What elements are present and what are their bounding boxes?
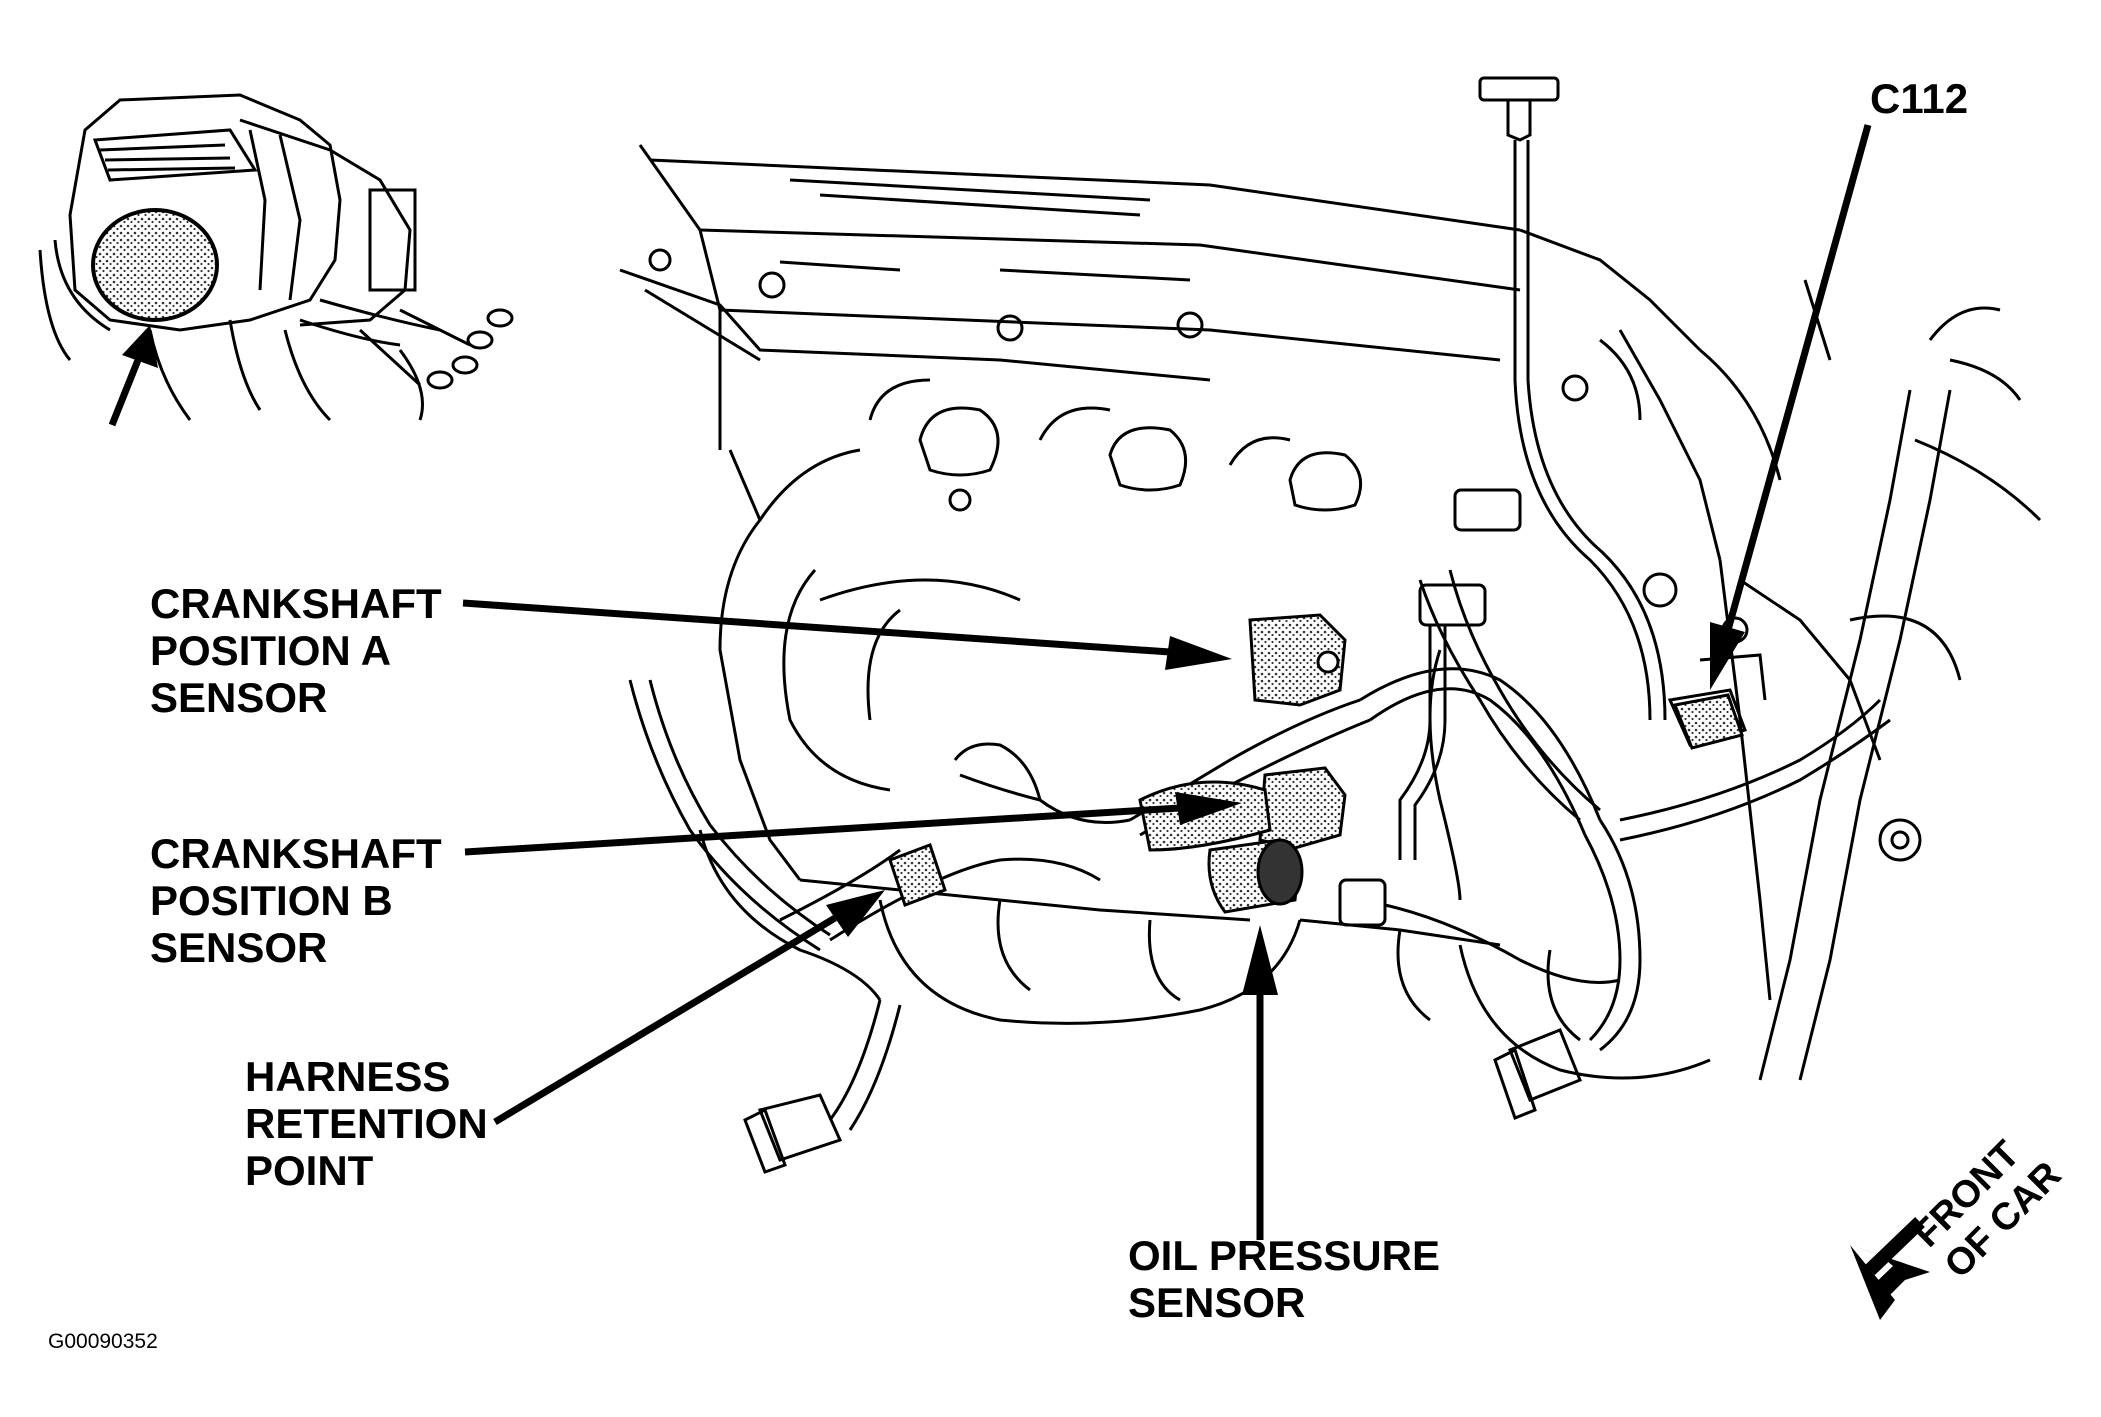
front-of-car-arrow [1850,1216,1930,1320]
harness-retention-label: HARNESS RETENTION POINT [245,1053,488,1194]
arrow-oil [1242,925,1278,1240]
c112-connector [1672,693,1744,750]
oil-pressure-label: OIL PRESSURE SENSOR [1128,1232,1440,1326]
crankshaft-position-b-label: CRANKSHAFT POSITION B SENSOR [150,830,442,971]
arrow-c112 [1710,124,1872,690]
harness-retention-clip [888,843,947,907]
arrow-crank-b [464,792,1242,856]
c112-label: C112 [1870,75,1969,122]
inset-highlight-area [91,208,219,322]
locator-inset [38,93,514,422]
oil-pressure-sensor [1207,838,1304,914]
arrow-crank-a [462,599,1232,670]
inset-pointer-arrow [108,325,158,427]
figure-id: G00090352 [48,1330,158,1353]
crankshaft-position-a-sensor [1248,613,1347,707]
crankshaft-position-a-label: CRANKSHAFT POSITION A SENSOR [150,580,442,721]
crankshaft-position-b-sensor [1138,766,1347,852]
arrow-harness [493,890,885,1126]
